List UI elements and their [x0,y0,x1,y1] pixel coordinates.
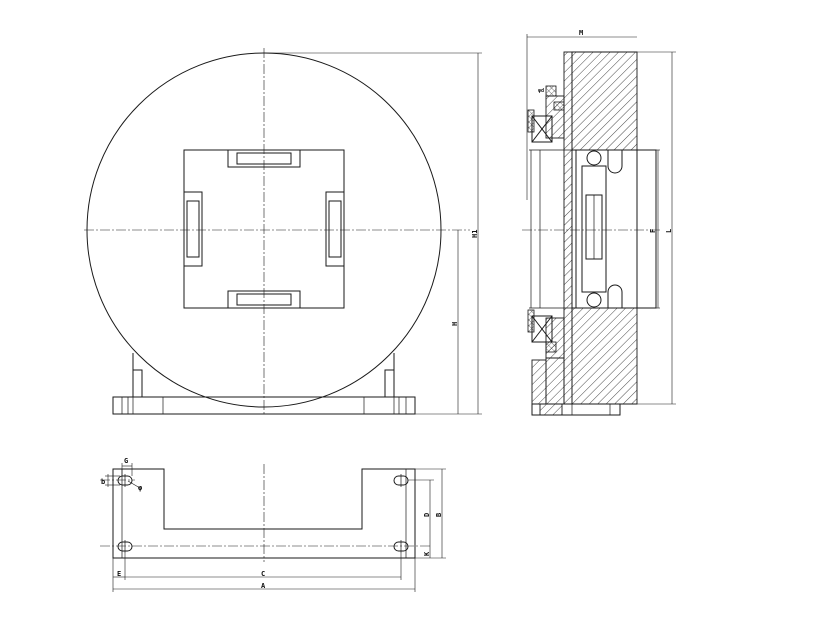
clamp-left [183,191,203,267]
dim-label-l: L [665,229,673,233]
dim-label-b: b [101,478,105,486]
clamp-right [325,191,345,267]
dim-label-d: D [423,513,431,517]
dim-label-phi: φ [138,484,142,492]
disc-section [571,51,638,151]
dim-label-b-upper: B [435,513,443,517]
base-plan-view: G b φ D B K E C A [100,457,446,592]
side-section-view: M [522,29,676,416]
dim-label-a: A [261,582,266,590]
dim-label-g: G [124,457,128,465]
dim-label-e: E [117,570,121,578]
dim-label-h: H [451,322,459,326]
dim-label-f: F [649,229,657,233]
dim-label-m: M [579,29,583,37]
base-outline [112,468,416,559]
dim-label-c: C [261,570,265,578]
svg-text:φd: φd [538,88,544,94]
dim-label-h1: H1 [471,230,479,238]
dim-label-k: K [423,551,431,556]
front-view: H1 H [84,48,482,415]
support-section [531,359,547,405]
